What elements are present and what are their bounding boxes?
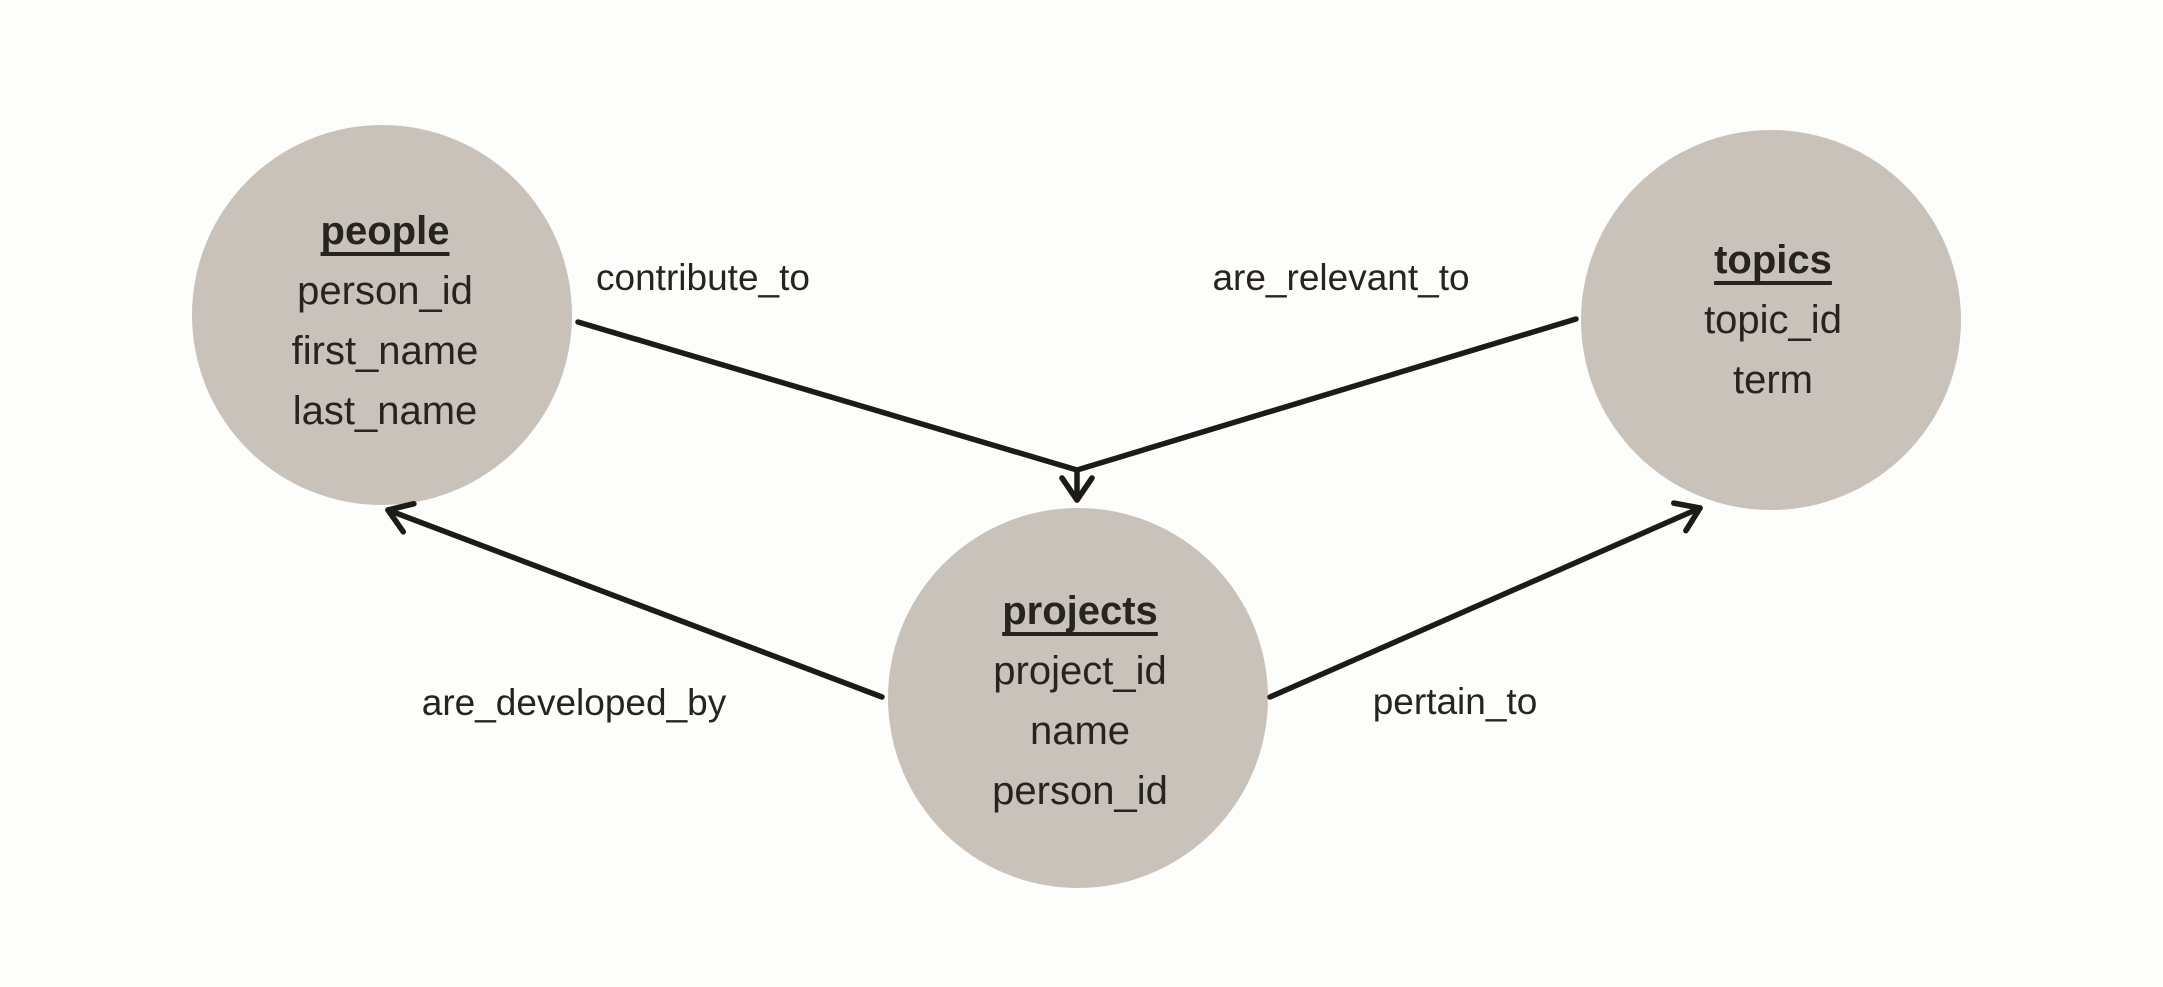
topics-node-title: topics bbox=[1714, 238, 1832, 282]
pertain-to-label: pertain_to bbox=[1372, 681, 1538, 722]
projects-attr-project-id: project_id bbox=[993, 649, 1167, 693]
projects-attr-person-id: person_id bbox=[992, 769, 1168, 813]
are-developed-by-arrow bbox=[385, 500, 885, 700]
people-attr-first-name: first_name bbox=[291, 329, 479, 373]
are-relevant-to-line bbox=[1074, 316, 1579, 473]
people-node: people person_id first_name last_name bbox=[292, 201, 479, 441]
pertain-to-arrow bbox=[1267, 500, 1703, 700]
projects-node-circle bbox=[888, 508, 1268, 888]
projects-node: projects project_id name person_id bbox=[992, 581, 1168, 821]
people-node-circle bbox=[192, 125, 572, 505]
people-attr-person-id: person_id bbox=[297, 269, 473, 313]
projects-node-title: projects bbox=[1002, 589, 1158, 633]
people-node-title: people bbox=[320, 209, 450, 253]
projects-attr-name: name bbox=[1029, 709, 1131, 753]
topics-node: topics topic_id term bbox=[1704, 230, 1842, 410]
topics-node-circle bbox=[1581, 130, 1961, 510]
contribute-to-label: contribute_to bbox=[596, 257, 810, 298]
are-developed-by-label: are_developed_by bbox=[421, 682, 727, 723]
are-relevant-to-label: are_relevant_to bbox=[1212, 257, 1470, 298]
contribute-to-arrow bbox=[575, 319, 1095, 503]
topics-attr-term: term bbox=[1733, 358, 1813, 402]
people-attr-last-name: last_name bbox=[292, 389, 478, 433]
topics-attr-topic-id: topic_id bbox=[1704, 298, 1842, 342]
